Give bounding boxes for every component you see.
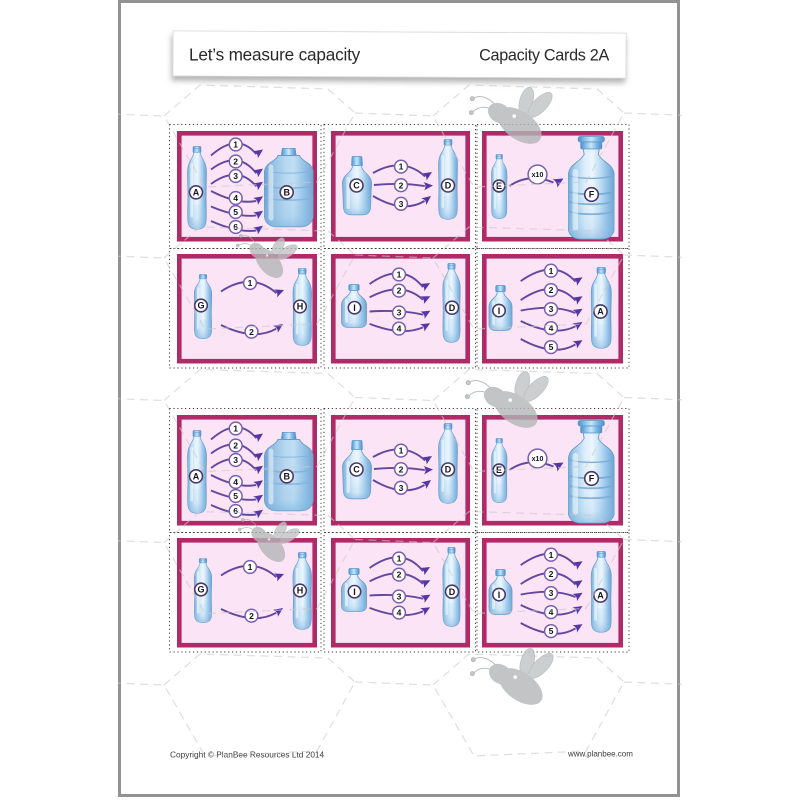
svg-text:www.planbee.com: www.planbee.com xyxy=(567,750,633,759)
svg-text:Capacity Cards 2A: Capacity Cards 2A xyxy=(479,47,609,65)
svg-text:Let’s measure capacity: Let’s measure capacity xyxy=(189,45,361,65)
svg-text:Copyright © PlanBee Resources: Copyright © PlanBee Resources Ltd 2014 xyxy=(170,750,325,760)
